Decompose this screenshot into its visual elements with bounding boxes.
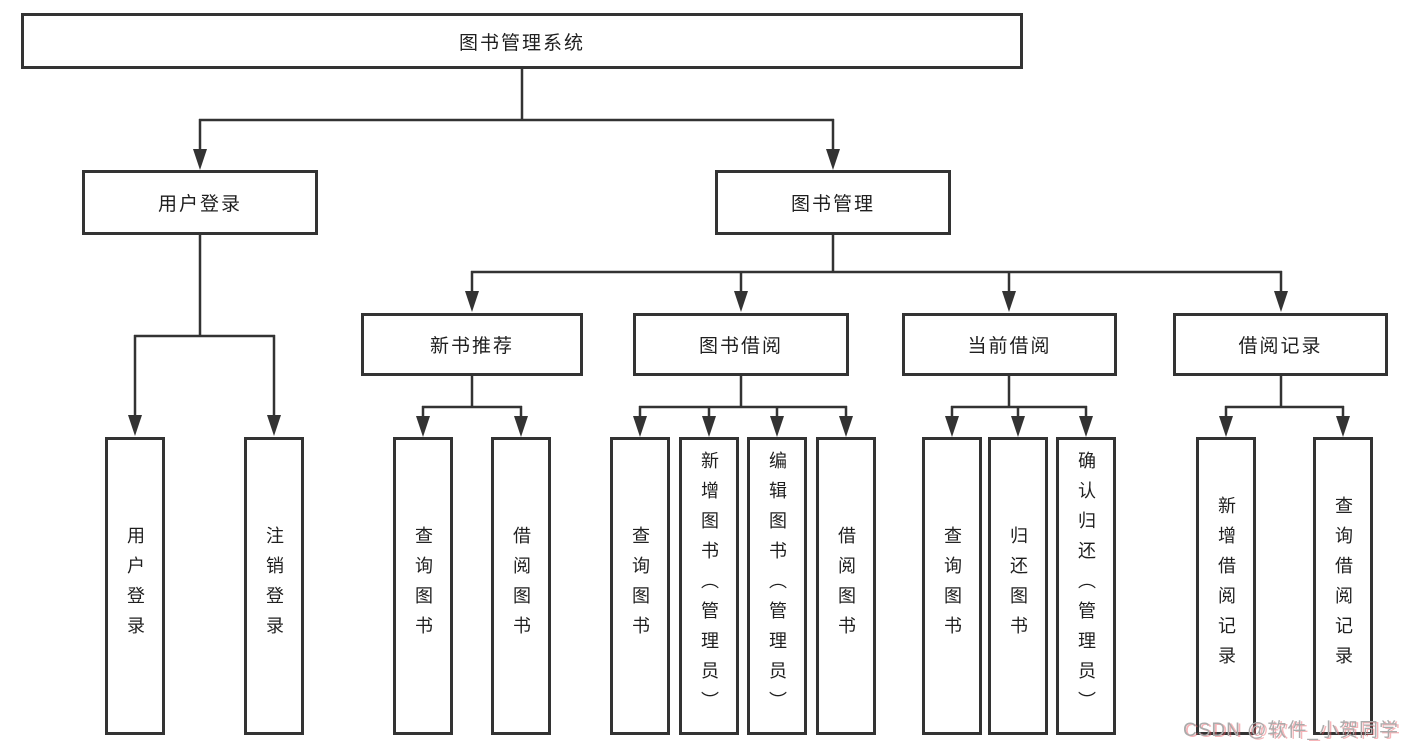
node-book-management: 图书管理 <box>715 170 951 235</box>
node-book-borrowing: 图书借阅 <box>633 313 849 376</box>
node-label: 查询借阅记录 <box>1333 496 1353 676</box>
node-label: 确认归还（管理员） <box>1076 451 1096 721</box>
node-leaf-borrowing-query-books: 查询图书 <box>610 437 670 735</box>
node-label: 新增图书（管理员） <box>699 451 719 721</box>
node-label: 用户登录 <box>125 526 145 646</box>
node-label: 查询图书 <box>413 526 433 646</box>
node-leaf-borrow-books: 借阅图书 <box>816 437 876 735</box>
node-leaf-current-query-books: 查询图书 <box>922 437 982 735</box>
node-label: 注销登录 <box>264 526 284 646</box>
node-label: 新增借阅记录 <box>1216 496 1236 676</box>
node-label: 用户登录 <box>157 194 242 215</box>
node-leaf-edit-books-admin: 编辑图书（管理员） <box>747 437 807 735</box>
edge-records-to-leaves <box>1219 375 1350 437</box>
edge-borrowing-to-leaves <box>633 375 853 437</box>
node-label: 查询图书 <box>630 526 650 646</box>
node-new-book-recommend: 新书推荐 <box>361 313 583 376</box>
node-label: 图书管理系统 <box>458 32 585 54</box>
node-label: 编辑图书（管理员） <box>767 451 787 721</box>
node-label: 借阅图书 <box>836 526 856 646</box>
node-leaf-add-books-admin: 新增图书（管理员） <box>679 437 739 735</box>
node-root-system: 图书管理系统 <box>21 13 1023 69</box>
edge-book-mgmt-to-level3 <box>465 234 1288 312</box>
watermark-csdn: CSDN @软件_小贺同学 <box>1183 720 1399 741</box>
node-current-borrowing: 当前借阅 <box>902 313 1117 376</box>
node-user-login: 用户登录 <box>82 170 318 235</box>
edge-current-to-leaves <box>945 375 1093 437</box>
node-leaf-user-login: 用户登录 <box>105 437 165 735</box>
node-label: 查询图书 <box>942 526 962 646</box>
node-label: 借阅图书 <box>511 526 531 646</box>
node-borrowing-records: 借阅记录 <box>1173 313 1388 376</box>
node-leaf-query-borrow-record: 查询借阅记录 <box>1313 437 1373 735</box>
node-leaf-newbook-borrow-books: 借阅图书 <box>491 437 551 735</box>
node-label: 图书借阅 <box>698 336 783 357</box>
node-leaf-confirm-return-admin: 确认归还（管理员） <box>1056 437 1116 735</box>
edge-root-to-level2 <box>193 69 840 170</box>
edge-user-login-to-leaves <box>128 234 281 436</box>
node-label: 新书推荐 <box>429 336 514 357</box>
node-label: 图书管理 <box>790 194 875 215</box>
node-leaf-return-books: 归还图书 <box>988 437 1048 735</box>
node-label: 当前借阅 <box>967 336 1052 357</box>
node-leaf-add-borrow-record: 新增借阅记录 <box>1196 437 1256 735</box>
node-leaf-logout: 注销登录 <box>244 437 304 735</box>
node-leaf-newbook-query-books: 查询图书 <box>393 437 453 735</box>
edge-newbook-to-leaves <box>416 375 528 437</box>
node-label: 借阅记录 <box>1238 336 1323 357</box>
node-label: 归还图书 <box>1008 526 1028 646</box>
